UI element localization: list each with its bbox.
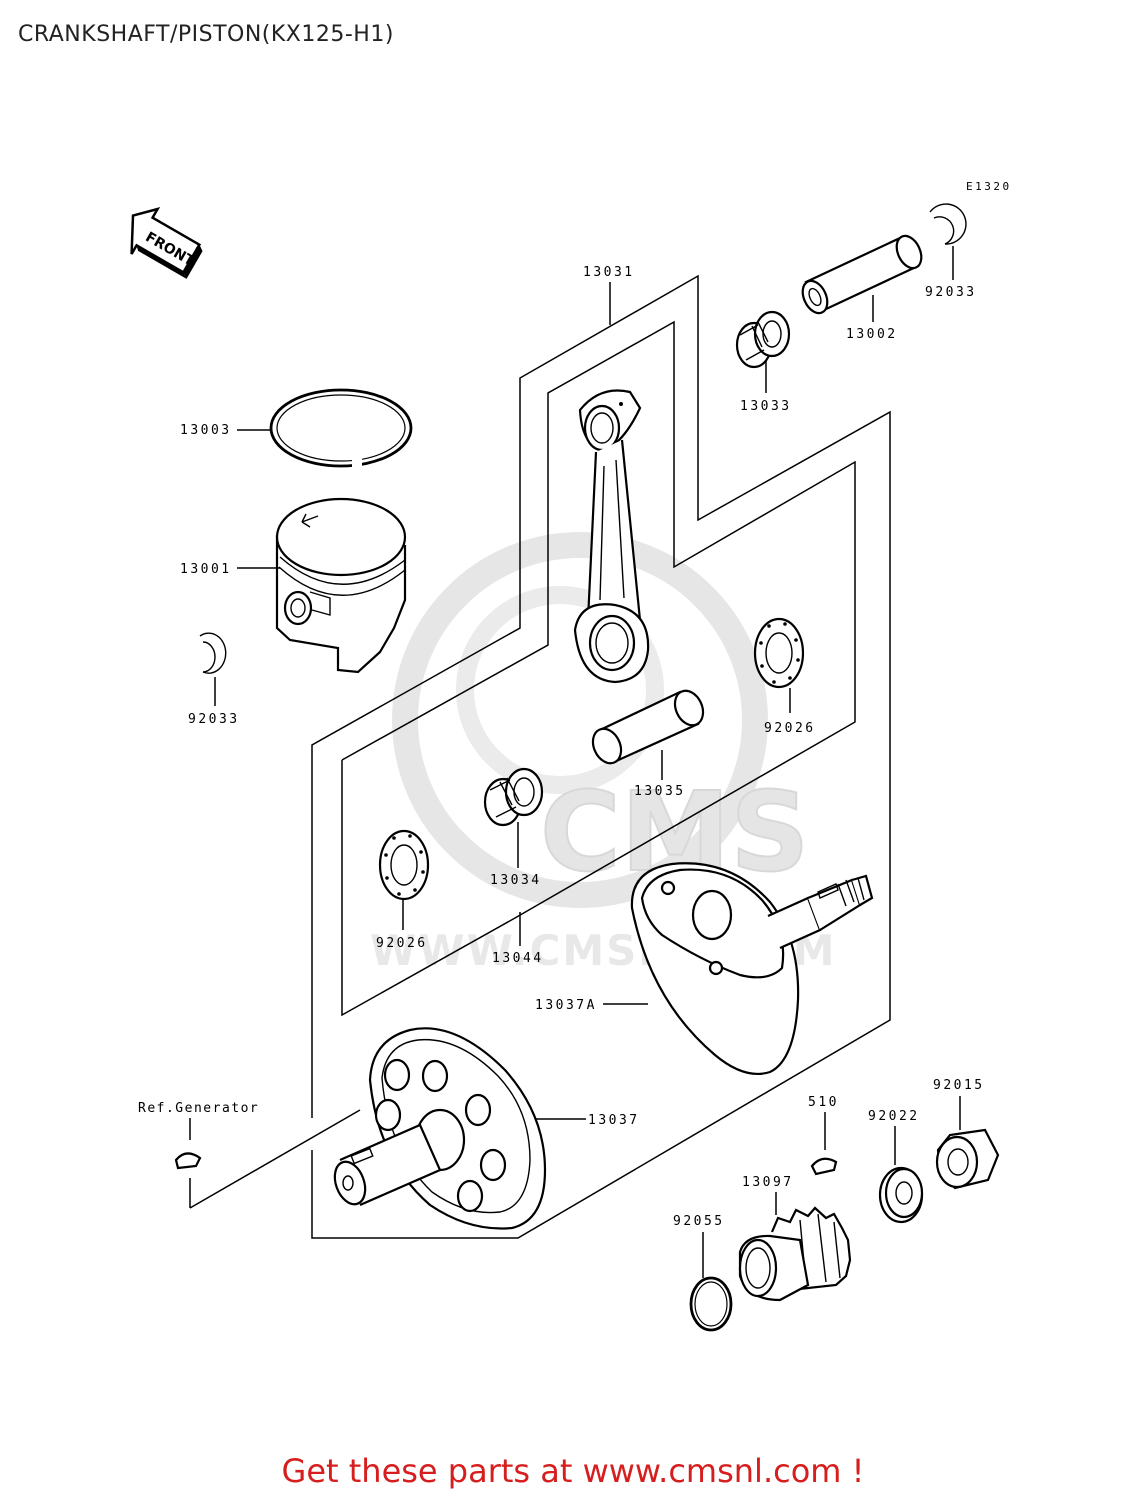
part-13034-needle-bearing: 13034 [483, 767, 544, 888]
label-13031: 13031 [583, 265, 635, 280]
part-ref-generator-key: Ref.Generator [138, 1101, 361, 1209]
label-92015: 92015 [933, 1078, 985, 1093]
part-13037-crank-half: 13037 [333, 1027, 640, 1230]
label-13097: 13097 [742, 1175, 794, 1190]
label-13044: 13044 [492, 951, 544, 966]
part-13037A-crank-half: 13037A [535, 862, 874, 1076]
watermark-logo: CMS [540, 768, 809, 896]
label-13037: 13037 [588, 1113, 640, 1128]
label-92033-bottom: 92033 [188, 712, 240, 727]
front-arrow-icon: FRONT [130, 207, 203, 279]
part-92033-clip-top: 92033 [925, 203, 977, 300]
part-92033-clip-bottom: 92033 [188, 632, 240, 727]
part-92015-nut: 92015 [933, 1078, 1000, 1190]
part-92022-washer: 92022 [868, 1109, 924, 1224]
label-13033: 13033 [740, 399, 792, 414]
label-92026-lower: 92026 [376, 936, 428, 951]
part-13035-crank-pin: 13035 [591, 689, 705, 799]
part-510-key: 510 [808, 1095, 839, 1176]
page-title: CRANKSHAFT/PISTON(KX125-H1) [18, 22, 394, 47]
part-13001-piston: 13001 [180, 497, 407, 674]
label-13002: 13002 [846, 327, 898, 342]
figure-code: E1320 [966, 180, 1012, 193]
label-13035: 13035 [634, 784, 686, 799]
part-92055-o-ring: 92055 [673, 1214, 733, 1332]
part-13002-piston-pin: 13002 [801, 234, 923, 342]
label-ref-generator: Ref.Generator [138, 1101, 259, 1116]
assembly-frames [311, 274, 891, 1239]
label-13003: 13003 [180, 423, 232, 438]
label-92055: 92055 [673, 1214, 725, 1229]
label-92033-top: 92033 [925, 285, 977, 300]
parts-diagram: CMS WWW.CMSNL.COM FRONT E1320 92033 1300… [130, 180, 1012, 1332]
part-13097-gear: 13097 [738, 1175, 852, 1302]
label-13001: 13001 [180, 562, 232, 577]
label-510: 510 [808, 1095, 839, 1110]
promo-banner[interactable]: Get these parts at www.cmsnl.com ! [281, 1452, 865, 1490]
part-92026-washer-upper: 92026 [753, 617, 816, 736]
label-13037A: 13037A [535, 998, 597, 1013]
part-13033-needle-bearing: 13033 [735, 310, 792, 414]
part-13003-piston-ring: 13003 [180, 388, 413, 468]
label-13034: 13034 [490, 873, 542, 888]
label-92022: 92022 [868, 1109, 920, 1124]
label-92026-upper: 92026 [764, 721, 816, 736]
part-92026-washer-lower: 92026 [376, 829, 430, 951]
part-13031-connecting-rod [573, 389, 650, 684]
